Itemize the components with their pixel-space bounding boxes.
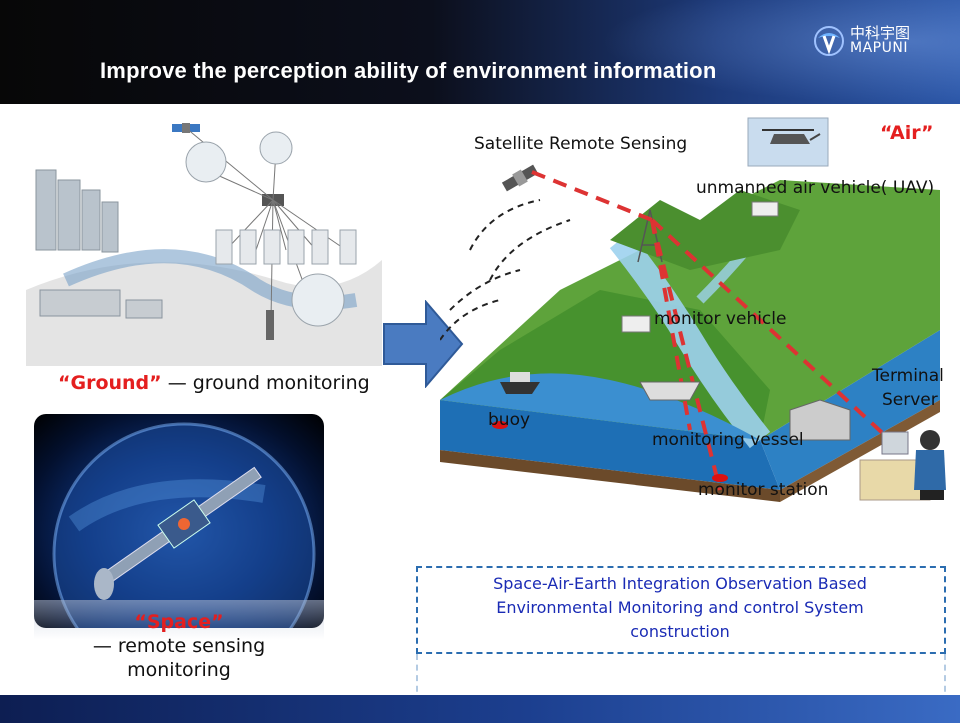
monitor-vehicle-label: monitor vehicle <box>654 309 787 329</box>
ground-label: “Ground” <box>58 372 162 394</box>
space-caption: “Space” — remote sensing monitoring <box>74 610 284 682</box>
monitor-station-label: monitor station <box>698 480 829 500</box>
summary-line1: Space-Air-Earth Integration Observation … <box>493 574 867 593</box>
summary-line2: Environmental Monitoring and control Sys… <box>496 598 864 617</box>
air-label: “Air” <box>880 122 934 144</box>
logo-chinese-text: 中科宇图 <box>850 24 911 42</box>
space-satellite-image <box>34 414 324 628</box>
satellite-earth-illustration <box>52 422 316 628</box>
slide-title: Improve the perception ability of enviro… <box>100 58 717 83</box>
uav-label: unmanned air vehicle( UAV) <box>696 178 935 198</box>
header-shine <box>600 0 960 104</box>
logo-english-text: MAPUNI <box>850 40 908 56</box>
summary-reflection: construction <box>416 654 946 694</box>
summary-line3: construction <box>630 622 730 641</box>
ground-desc: — ground monitoring <box>167 372 370 394</box>
monitoring-vessel-label: monitoring vessel <box>652 430 804 450</box>
space-desc-line1: — remote sensing <box>92 635 266 657</box>
terminal-label: Terminal <box>872 366 944 386</box>
space-label: “Space” <box>134 611 224 633</box>
buoy-label: buoy <box>488 410 531 430</box>
summary-box <box>416 566 946 654</box>
summary-reflection-text: construction <box>416 654 946 694</box>
space-image-reflection <box>34 600 324 640</box>
satellite-label: Satellite Remote Sensing <box>474 134 688 154</box>
ground-caption: “Ground” — ground monitoring <box>58 372 370 394</box>
ground-monitoring-illustration <box>26 110 382 366</box>
server-label: Server <box>882 390 938 410</box>
space-desc-line2: monitoring <box>127 659 231 681</box>
right-arrow-icon <box>383 300 464 388</box>
header-band: Improve the perception ability of enviro… <box>0 0 960 104</box>
mapuni-logo: 中科宇图 MAPUNI <box>810 22 940 62</box>
mapuni-logo-icon <box>814 26 844 56</box>
integration-scene-illustration <box>440 117 946 502</box>
footer-bar <box>0 695 960 723</box>
summary-text: Space-Air-Earth Integration Observation … <box>430 572 930 644</box>
